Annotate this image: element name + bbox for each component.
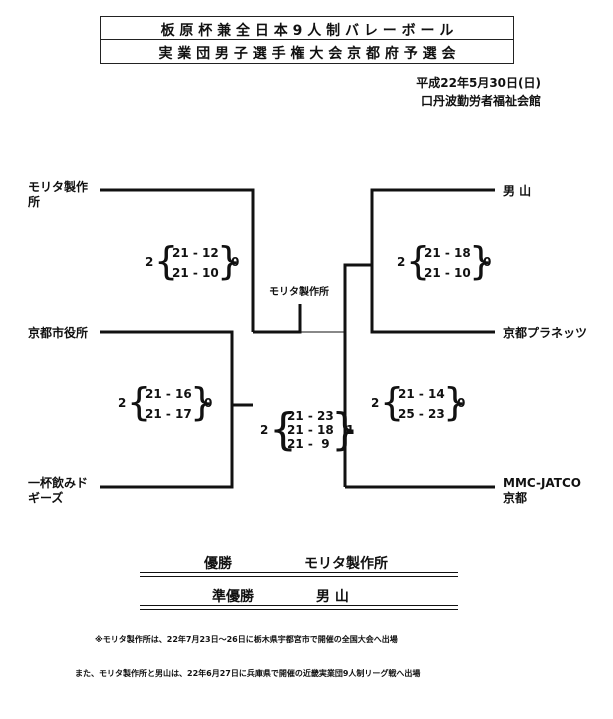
- match-m3-right: 0: [204, 396, 213, 410]
- bracket-left-bot: [100, 405, 234, 489]
- match-m2-left: 2: [397, 255, 406, 269]
- match-m2-right: 0: [483, 255, 492, 269]
- champion-name: モリタ製作所: [304, 556, 388, 572]
- match-m3: 2 { 21 - 16 21 - 17 } 0: [118, 383, 218, 423]
- title-box: 板 原 杯 兼 全 日 本 9 人 制 バ レ ー ボ ー ル 実 業 団 男 …: [100, 16, 514, 64]
- match-m3-brace-open: {: [127, 380, 152, 424]
- match-m4-left: 2: [371, 396, 380, 410]
- match-m1-right: 0: [231, 255, 240, 269]
- match-m4-right: 0: [457, 396, 466, 410]
- match-m1-set-2: 21 - 10: [172, 266, 219, 280]
- match-m4-set-2: 25 - 23: [398, 407, 445, 421]
- match-m1-left: 2: [145, 255, 154, 269]
- match-final-set-1: 21 - 23: [287, 409, 334, 423]
- team-left-top: モリタ製作 所: [28, 180, 89, 209]
- event-date: 平成22年5月30日(日): [416, 76, 541, 90]
- match-final-set-3: 21 - 9: [287, 437, 330, 451]
- match-m4-brace-close: }: [443, 380, 468, 424]
- bracket-left-final: [253, 304, 302, 334]
- team-right-mid: 京都プラネッツ: [503, 326, 588, 340]
- team-right-top: 男 山: [503, 184, 532, 198]
- match-m2-set-1: 21 - 18: [424, 246, 471, 260]
- match-m1: 2 { 21 - 12 21 - 10 } 0: [145, 242, 245, 282]
- title-line-1: 板 原 杯 兼 全 日 本 9 人 制 バ レ ー ボ ー ル: [160, 23, 454, 39]
- match-m3-brace-close: }: [190, 380, 215, 424]
- match-final-set-2: 21 - 18: [287, 423, 334, 437]
- team-left-bot: 一杯飲みド ギーズ: [28, 476, 89, 505]
- match-m1-brace-close: }: [217, 239, 242, 283]
- match-m2: 2 { 21 - 18 21 - 10 } 0: [397, 242, 497, 282]
- team-right-bot: MMC-JATCO 京都: [503, 476, 581, 505]
- note-kinki: また、モリタ製作所と男山は、22年6月27日に兵庫県で開催の近畿実業団9人制リー…: [75, 669, 421, 678]
- match-m3-set-2: 21 - 17: [145, 407, 192, 421]
- runner-up-label: 準優勝: [212, 589, 254, 605]
- winner-label: モリタ製作所: [269, 287, 329, 298]
- match-m4: 2 { 21 - 14 25 - 23 } 0: [371, 383, 471, 423]
- match-m3-left: 2: [118, 396, 127, 410]
- title-divider: [101, 39, 513, 40]
- bracket-right-r2: [343, 263, 372, 487]
- match-m2-brace-open: {: [406, 239, 431, 283]
- match-final-left: 2: [260, 423, 269, 437]
- team-left-mid: 京都市役所: [28, 326, 89, 340]
- match-m2-brace-close: }: [469, 239, 494, 283]
- champion-underline: [140, 572, 458, 577]
- runner-up-underline: [140, 605, 458, 610]
- title-line-2: 実 業 団 男 子 選 手 権 大 会 京 都 府 予 選 会: [158, 46, 456, 62]
- bracket-left-top: [100, 188, 255, 332]
- match-final-right: 1: [346, 423, 355, 437]
- event-venue: 口丹波勤労者福祉会館: [420, 94, 541, 108]
- match-m4-set-1: 21 - 14: [398, 387, 445, 401]
- bracket-left-mid-line: [100, 330, 253, 407]
- match-m1-set-1: 21 - 12: [172, 246, 219, 260]
- match-m1-brace-open: {: [154, 239, 179, 283]
- match-final-brace-close: }: [331, 404, 359, 455]
- note-national: ※モリタ製作所は、22年7月23日～26日に栃木県宇都宮市で開催の全国大会へ出場: [95, 635, 398, 644]
- bracket-right-top: [370, 188, 495, 334]
- match-m4-brace-open: {: [380, 380, 405, 424]
- match-m2-set-2: 21 - 10: [424, 266, 471, 280]
- champion-label: 優勝: [204, 556, 232, 572]
- match-m3-set-1: 21 - 16: [145, 387, 192, 401]
- runner-up-name: 男 山: [316, 589, 349, 605]
- match-final-brace-open: {: [269, 404, 297, 455]
- match-final: 2 { 21 - 23 21 - 18 21 - 9 } 1: [260, 408, 360, 452]
